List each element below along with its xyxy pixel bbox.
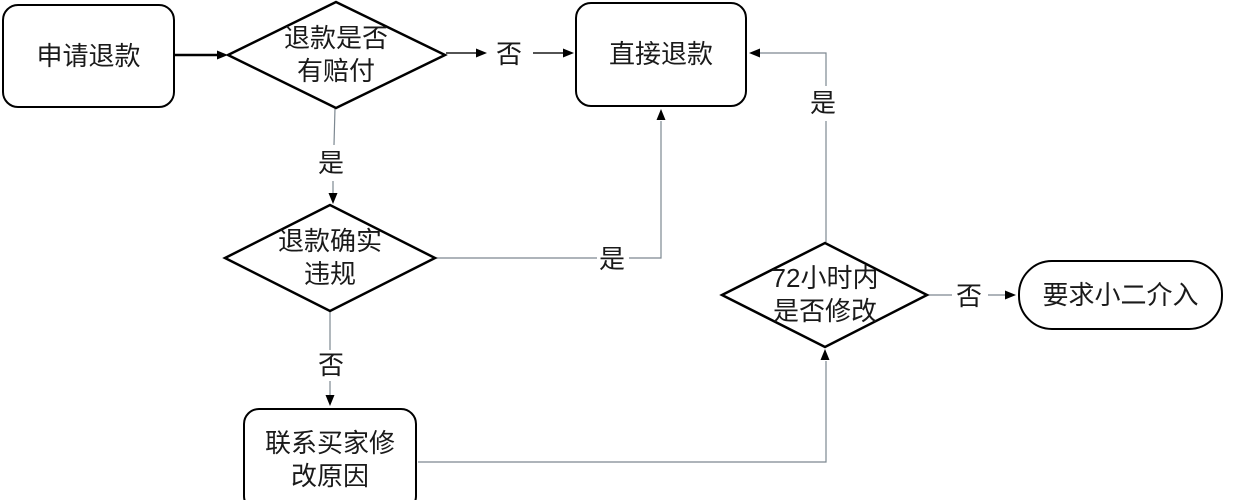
node-check-compensation-label: 退款是否 有赔付 [283,23,389,86]
edge-label-violation-no: 否 [317,350,345,380]
arrowhead-left-icon [749,48,760,58]
arrowhead-down-icon [328,193,338,204]
arrowhead-right-icon [1005,290,1016,300]
arrowhead-right-icon [563,48,574,58]
decision-diamond-compensation [225,0,448,110]
edge-modified-yes-seg2 [760,52,827,86]
node-ask-staff: 要求小二介入 [1018,260,1223,330]
edge-label-modified-yes: 是 [809,88,837,118]
node-direct-refund: 直接退款 [575,2,747,107]
arrowhead-right-icon [476,48,487,58]
node-start: 申请退款 [2,4,175,108]
edge-label-violation-yes: 是 [598,244,626,274]
node-direct-refund-label: 直接退款 [608,39,713,69]
node-check-72h-label: 72小时内 是否修改 [771,263,879,326]
edge-label-compensation-no: 否 [495,39,523,69]
decision-diamond-72h [719,241,930,349]
node-contact-buyer: 联系买家修 改原因 [243,408,417,500]
node-start-label: 申请退款 [36,40,141,71]
node-check-violation-label: 退款确实 违规 [277,226,383,289]
edge-violation-yes-seg2 [629,121,662,259]
arrowhead-up-icon [820,349,830,360]
edge-label-modified-no: 否 [955,281,983,311]
edge-contact-to-72h [418,361,827,463]
arrowhead-up-icon [656,109,666,120]
edge-compensation-yes-seg1 [333,107,336,146]
node-contact-buyer-label: 联系买家修 改原因 [264,428,395,491]
arrowhead-right-icon [217,50,228,60]
edge-label-compensation-yes: 是 [317,148,345,178]
decision-diamond-violation [222,203,438,313]
arrowhead-down-icon [325,395,335,406]
node-ask-staff-label: 要求小二介入 [1042,279,1199,310]
